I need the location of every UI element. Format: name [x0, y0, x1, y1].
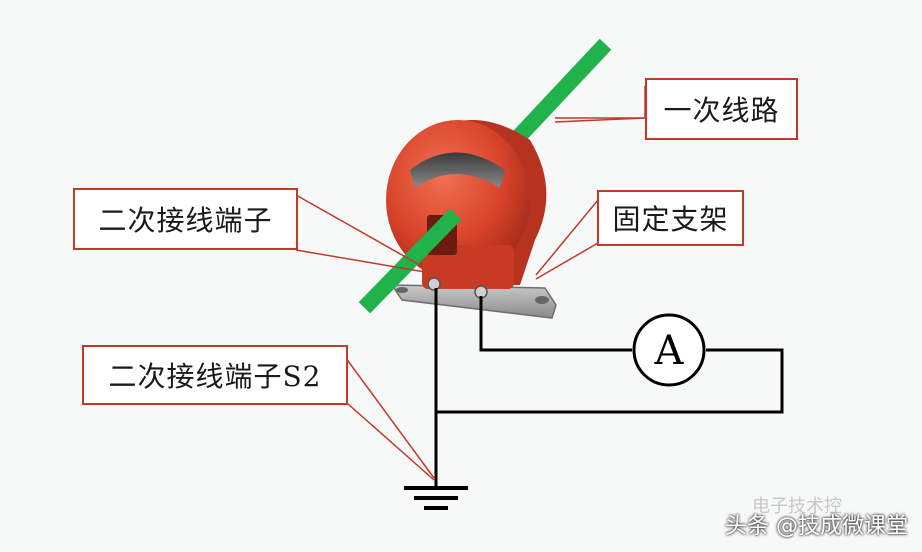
- terminal-s1: [427, 277, 441, 291]
- watermark: 头条 @技成微课堂: [725, 514, 908, 539]
- ammeter-symbol: A: [654, 328, 685, 374]
- bracket-hole: [396, 287, 408, 293]
- ct-nameplate: [410, 152, 505, 188]
- label-primary-line: 一次线路: [645, 78, 798, 140]
- wire-to-ammeter: [479, 296, 632, 352]
- primary-conductor-back: [513, 38, 612, 142]
- leader-fixed-bracket: [535, 199, 599, 276]
- primary-conductor-front: [358, 208, 462, 314]
- label-secondary-terminal-s2: 二次接线端子S2: [82, 345, 348, 405]
- leader-secondary-s2: [339, 349, 435, 479]
- leader-secondary-s2-2: [347, 403, 435, 481]
- wire-from-ammeter: [436, 348, 784, 414]
- ground-icon: [404, 486, 468, 510]
- ammeter-icon: A: [632, 313, 706, 387]
- ct-base-block: [422, 245, 514, 289]
- leader-secondary-terminal-2: [295, 249, 426, 273]
- watermark-faint: 电子技术控: [752, 496, 842, 517]
- leader-primary-line-2: [554, 117, 646, 123]
- label-secondary-terminal: 二次接线端子: [73, 188, 298, 250]
- bracket-hole: [535, 296, 549, 304]
- label-fixed-bracket: 固定支架: [597, 190, 744, 246]
- leader-fixed-bracket-2: [535, 242, 599, 280]
- leader-secondary-terminal: [295, 194, 426, 269]
- fixed-bracket-plate: [390, 284, 557, 319]
